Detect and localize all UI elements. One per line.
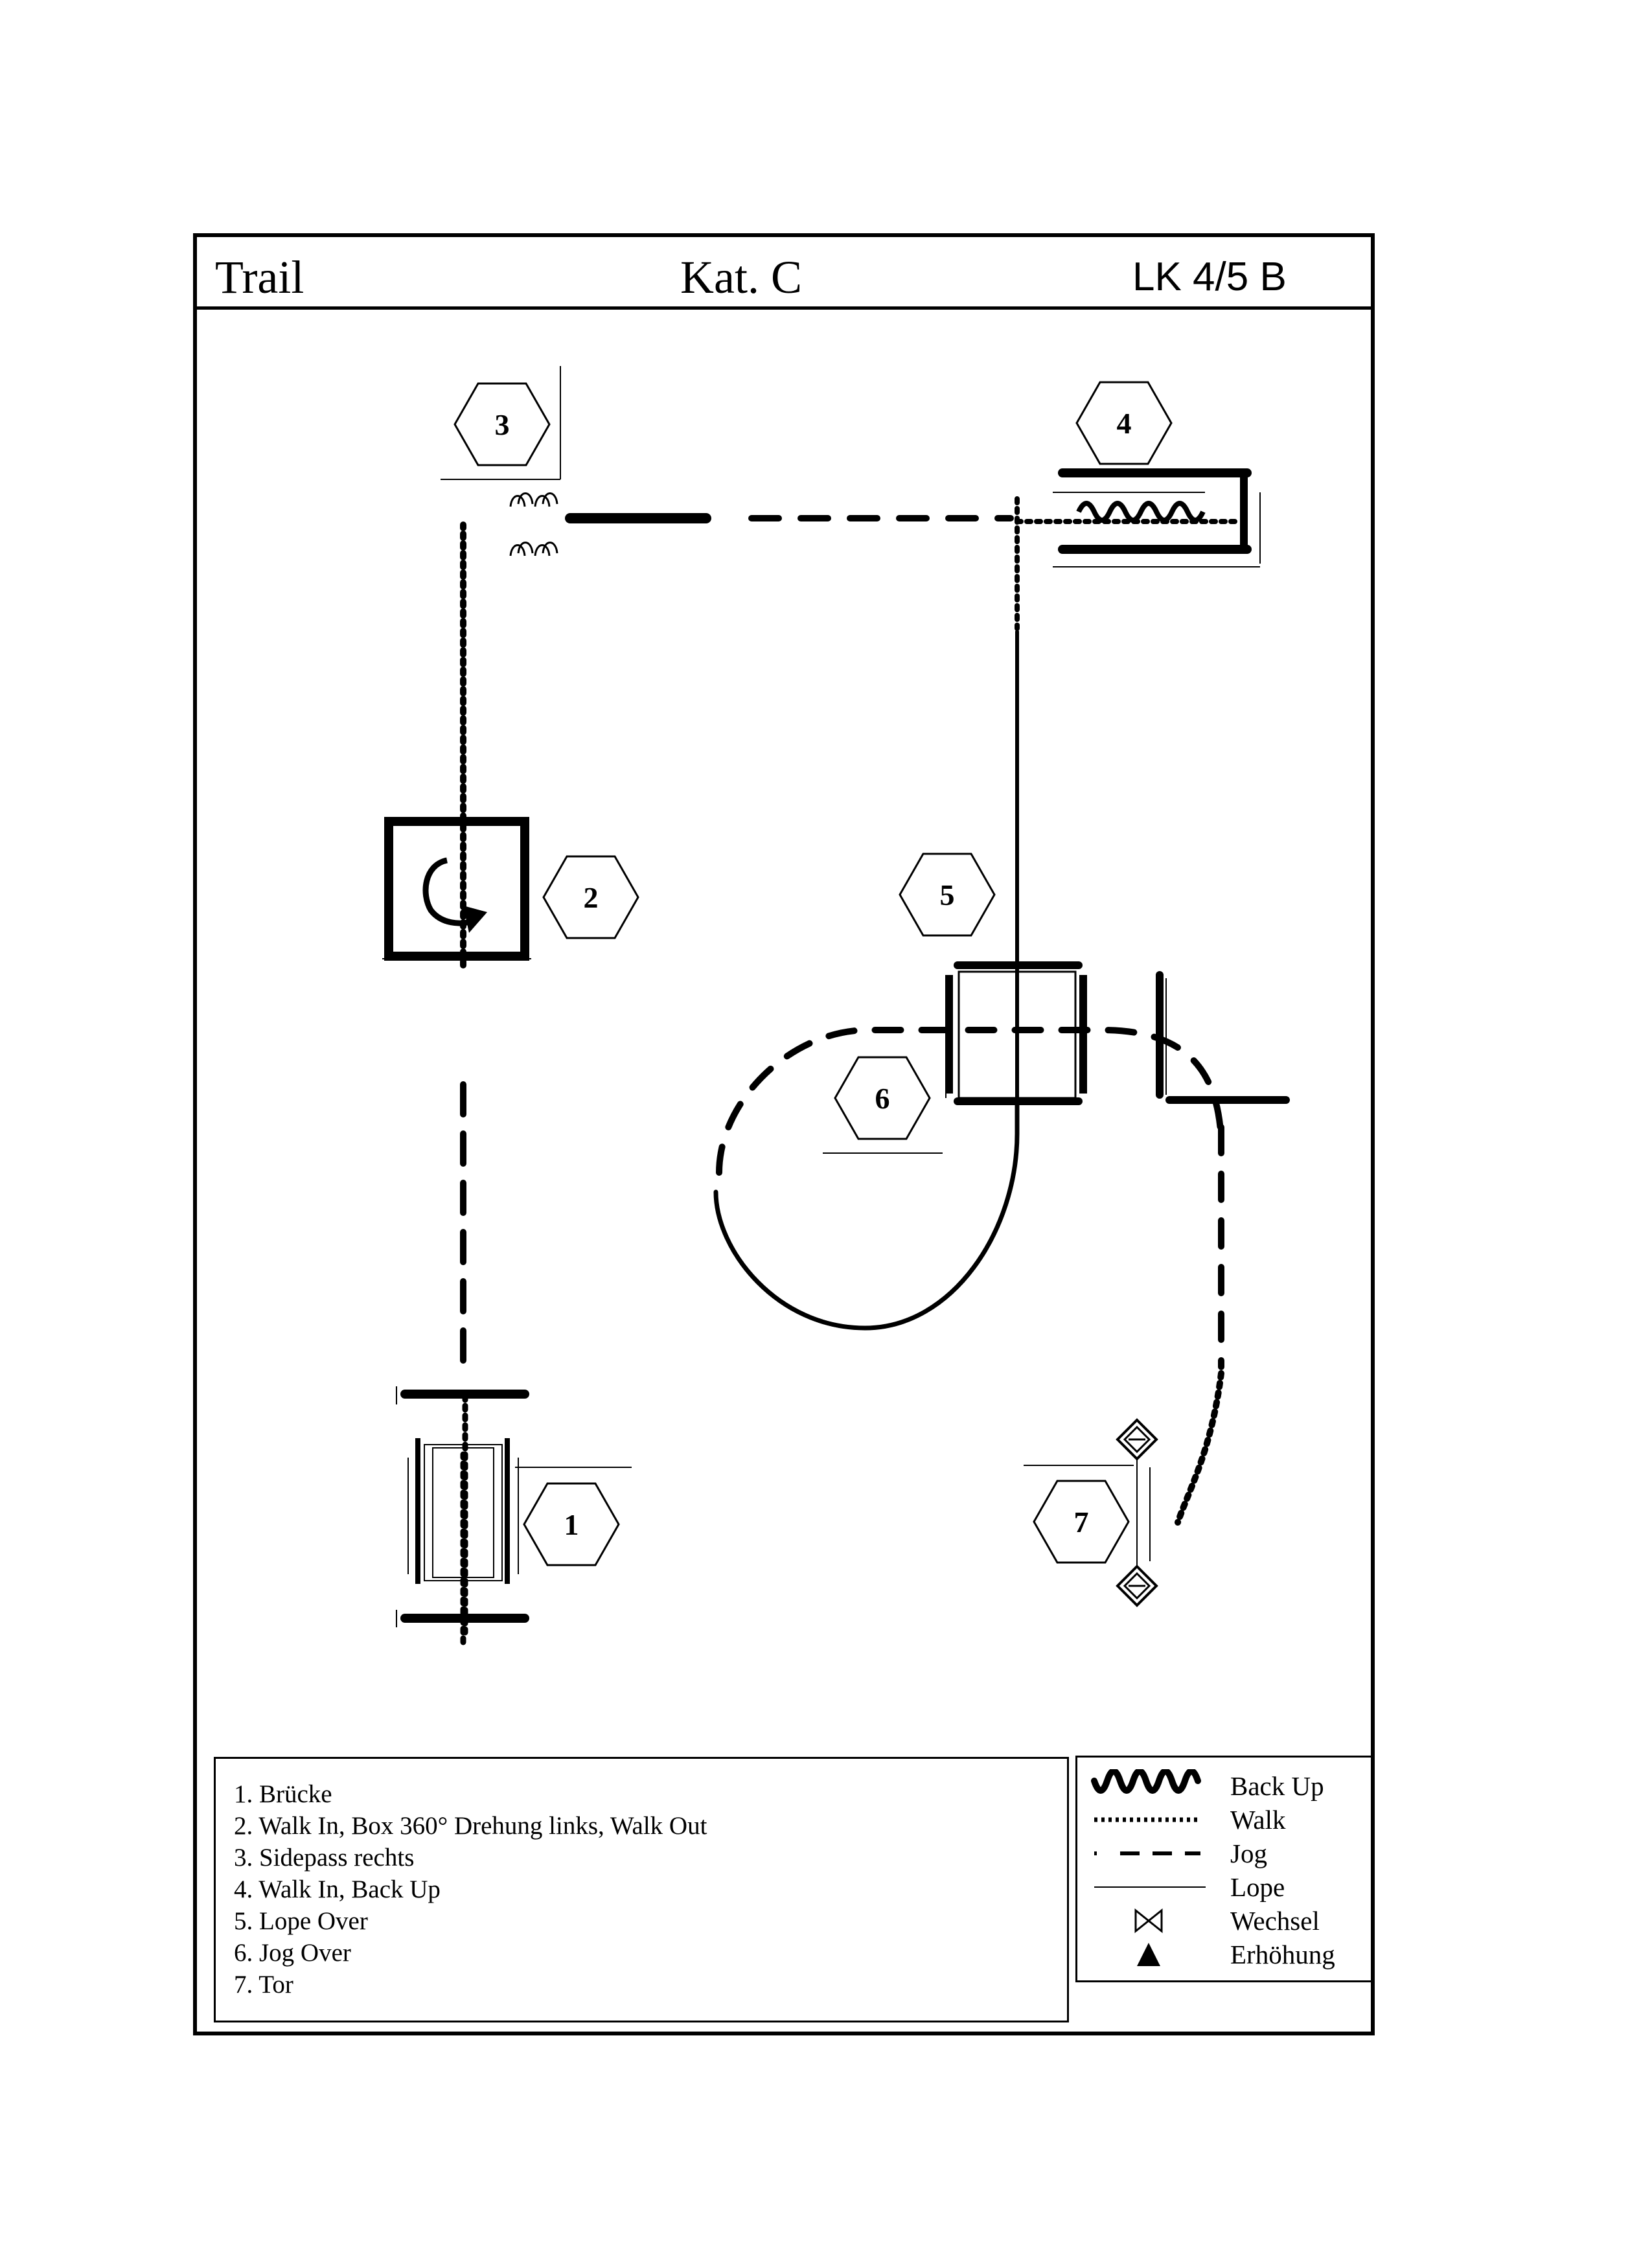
marker-3: 3 [453, 382, 551, 466]
svg-text:2: 2 [584, 881, 599, 914]
legend-label: Wechsel [1230, 1906, 1320, 1936]
svg-text:6: 6 [875, 1082, 890, 1115]
triangle-icon [1137, 1943, 1160, 1966]
legend-item: Lope [1077, 1870, 1375, 1904]
jog-arc [716, 1027, 1224, 1176]
legend-box: Back Up Walk Jog Lope Wechsel Erhöhung [1075, 1756, 1373, 1982]
class-code: LK 4/5 B [1132, 255, 1287, 299]
gate-post-top-icon [1116, 1418, 1158, 1461]
walk-path-6 [1175, 1370, 1224, 1526]
dashed-line-icon [1094, 1851, 1200, 1855]
legend-item: Erhöhung [1077, 1938, 1375, 1971]
bowtie-icon [1134, 1908, 1163, 1934]
backup-wave [1076, 501, 1206, 523]
svg-text:7: 7 [1074, 1506, 1089, 1539]
marker-5: 5 [899, 853, 996, 937]
number-markers: 3 4 2 5 6 1 7 [453, 381, 1173, 1566]
legend-label: Erhöhung [1230, 1940, 1335, 1969]
legend-item: Walk [1077, 1803, 1375, 1837]
gate-obstacle [1024, 1418, 1158, 1607]
marker-7: 7 [1033, 1480, 1130, 1564]
task-item: 3. Sidepass rechts [234, 1844, 415, 1872]
gate-post-bottom-icon [1116, 1564, 1158, 1607]
box-obstacle-2 [382, 817, 531, 961]
task-item: 7. Tor [234, 1971, 293, 1999]
solid-line-icon [1094, 1886, 1206, 1888]
dotted-line-icon [1094, 1817, 1200, 1822]
bridge-obstacle [396, 1386, 632, 1627]
backup-chute [1053, 468, 1261, 567]
marker-6: 6 [834, 1056, 931, 1140]
marker-1: 1 [523, 1482, 620, 1566]
legend-label: Walk [1230, 1805, 1286, 1835]
svg-text:3: 3 [495, 408, 510, 441]
legend-label: Lope [1230, 1872, 1285, 1902]
legend-item: Jog [1077, 1837, 1375, 1870]
legend-label: Jog [1230, 1838, 1267, 1868]
sidepass-marks [441, 366, 561, 556]
wavy-line-icon [1091, 1769, 1201, 1794]
task-item: 5. Lope Over [234, 1907, 368, 1935]
rotate-left-icon [422, 857, 477, 926]
course-frame [193, 233, 1375, 2035]
discipline-title: Trail [215, 251, 304, 303]
legend-item: Wechsel [1077, 1904, 1375, 1938]
task-item: 1. Brücke [234, 1780, 332, 1808]
l-poles [1156, 971, 1290, 1104]
svg-text:4: 4 [1117, 407, 1132, 440]
svg-text:1: 1 [564, 1508, 579, 1541]
task-item: 2. Walk In, Box 360° Drehung links, Walk… [234, 1812, 707, 1840]
task-item: 4. Walk In, Back Up [234, 1875, 441, 1903]
task-item: 6. Jog Over [234, 1939, 351, 1967]
lope-loop [713, 1099, 1020, 1331]
header-bar: Trail Kat. C LK 4/5 B [193, 233, 1375, 310]
box-obstacle-5 [945, 961, 1087, 1105]
legend-label: Back Up [1230, 1771, 1324, 1801]
marker-2: 2 [542, 855, 639, 939]
svg-text:5: 5 [940, 878, 955, 911]
marker-4: 4 [1075, 381, 1173, 465]
task-list: 1. Brücke 2. Walk In, Box 360° Drehung l… [214, 1757, 1069, 2022]
category-title: Kat. C [680, 251, 802, 303]
legend-item: Back Up [1077, 1769, 1375, 1803]
